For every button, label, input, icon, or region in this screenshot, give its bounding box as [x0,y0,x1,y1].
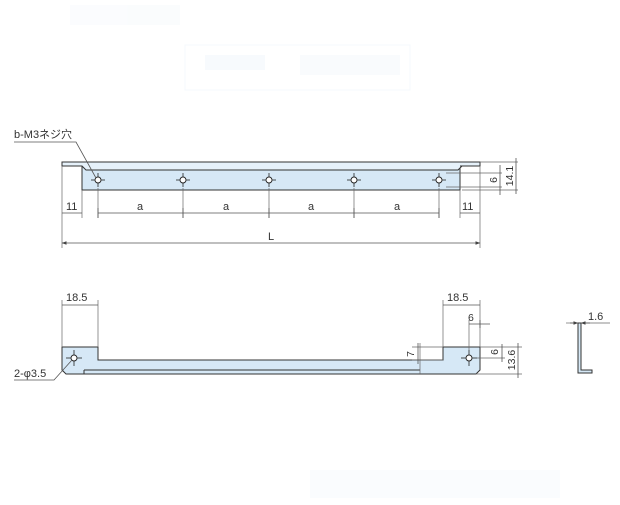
watermark-logo [70,5,560,498]
top-view: b-M3ネジ穴 a a a [14,127,518,248]
thread-hole [347,173,361,187]
mount-hole [66,350,82,366]
hole-height-label: 6 [489,349,501,355]
pitch-label: a [308,201,315,213]
side-view: 1.6 [566,311,610,374]
thread-hole-label: b-M3ネジ穴 [14,127,72,141]
front-view: 18.5 18.5 6 7 6 13.6 2-φ3.5 [14,292,522,381]
thread-hole [432,173,446,187]
hole-row-label: 6 [488,177,500,183]
mount-hole-leader [14,359,73,381]
thread-holes [91,173,446,187]
bracket-flange-top [61,161,481,171]
thread-hole-leader [14,141,97,179]
pitch-ticks [97,208,440,218]
end-offset-right-label: 11 [462,201,473,213]
mount-hole-label: 2-φ3.5 [14,368,46,380]
bracket-profile-side [577,322,593,374]
pitch-label: a [223,201,230,213]
end-offset-left-label: 11 [66,201,77,213]
overall-height-label: 13.6 [506,350,518,371]
notch-depth-label: 7 [405,351,417,357]
hole-offset-label: 6 [468,312,474,324]
pitch-label: a [137,201,144,213]
thread-hole [262,173,276,187]
right-notch-label: 18.5 [447,292,468,304]
mount-hole [461,350,477,366]
thread-hole [176,173,190,187]
thickness-label: 1.6 [588,311,603,323]
left-notch-label: 18.5 [66,292,87,304]
thread-hole [91,173,105,187]
overall-length-label: L [268,231,274,243]
pitch-label: a [394,201,401,213]
flange-width-label: 14.1 [504,166,516,187]
